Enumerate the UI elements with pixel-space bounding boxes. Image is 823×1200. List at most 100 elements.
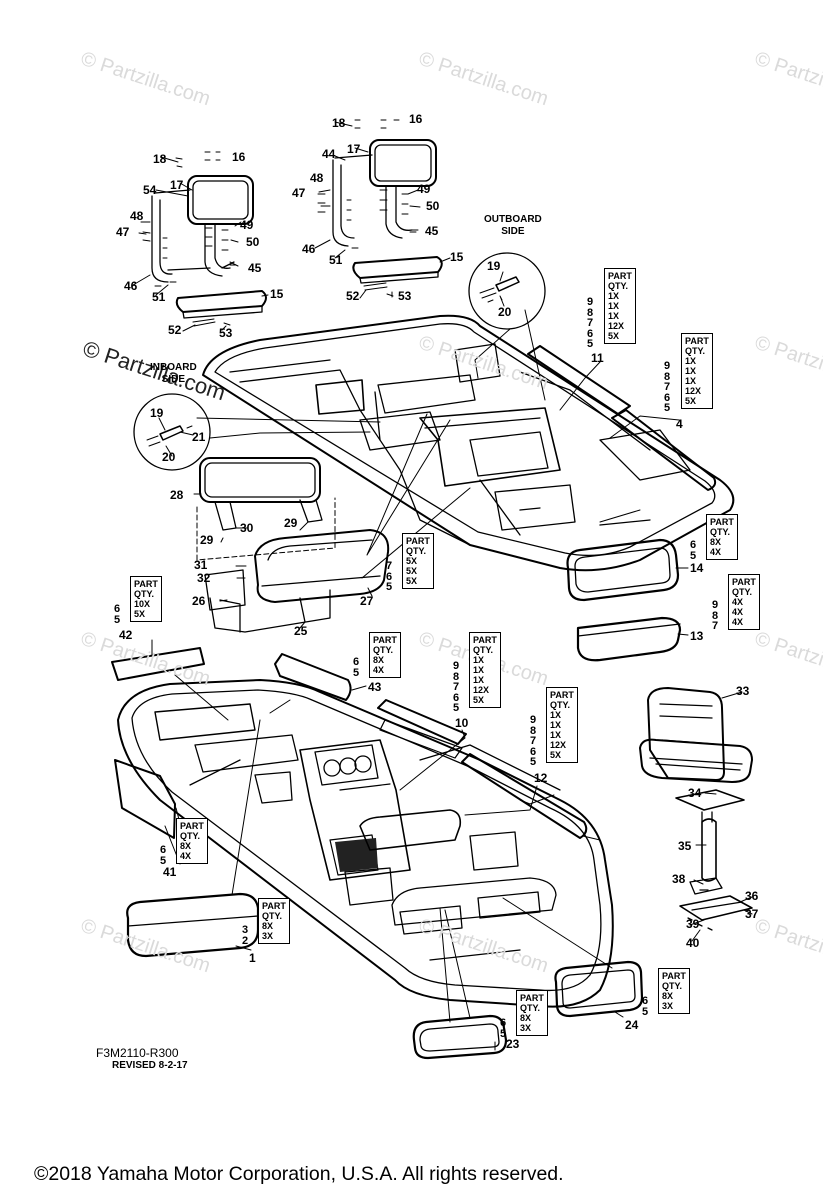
qty-part-number: 5 (690, 549, 697, 562)
bench-seat-27 (204, 529, 390, 633)
callout-16: 16 (232, 150, 246, 164)
side-panel-4 (611, 409, 717, 491)
callout-24: 24 (625, 1018, 639, 1032)
qty-header: PART (373, 635, 397, 645)
seat-cushion-15-right (352, 256, 443, 284)
qty-header: PART (685, 336, 709, 346)
qty-value: 1X (473, 655, 485, 665)
qty-part-number: 9 (664, 360, 671, 372)
qty-header: QTY. (473, 645, 494, 655)
qty-header: QTY. (732, 587, 753, 597)
qty-header: QTY. (662, 981, 683, 991)
qty-part-number: 7 (530, 735, 537, 748)
callout-11: 11 (591, 351, 604, 365)
qty-value: 1X (550, 710, 562, 720)
qty-value: 1X (473, 675, 485, 685)
qty-value: 8X (710, 537, 722, 547)
qty-value: 8X (520, 1013, 532, 1023)
qty-part-number: 6 (353, 656, 360, 668)
outboard-label-line2: SIDE (501, 226, 525, 237)
callout-50: 50 (426, 199, 440, 213)
qty-part-number: 9 (530, 714, 537, 726)
side-panel-41 (114, 759, 176, 839)
revised-date: REVISED 8-2-17 (112, 1060, 188, 1071)
qty-value: 5X (406, 556, 418, 566)
callout-1: 1 (249, 951, 256, 965)
qty-part-number: 6 (500, 1017, 507, 1029)
callout-21: 21 (192, 430, 206, 444)
callout-40: 40 (686, 936, 700, 950)
qty-part-number: 8 (453, 670, 460, 683)
qty-value: 1X (550, 730, 562, 740)
callout-36: 36 (745, 889, 759, 903)
callout-15: 15 (450, 250, 464, 264)
qty-part-number: 5 (114, 613, 121, 626)
callout-18: 18 (332, 116, 346, 130)
side-panel-11 (527, 345, 631, 415)
qty-part-number: 5 (386, 581, 393, 594)
upper-boat-hull (202, 314, 735, 572)
qty-header: PART (134, 579, 158, 589)
qty-part-number: 8 (587, 306, 594, 319)
qty-value: 1X (685, 366, 697, 376)
callout-4: 4 (676, 417, 683, 431)
callout-12: 12 (534, 771, 548, 785)
qty-value: 4X (732, 607, 744, 617)
lower-boat-hull (117, 679, 614, 1008)
qty-value: 5X (406, 576, 418, 586)
pin-52-53-left (192, 318, 231, 327)
callout-46: 46 (302, 242, 316, 256)
qty-value: 3X (520, 1023, 532, 1033)
side-panel-12 (461, 753, 588, 839)
pin-52-53-right (363, 282, 394, 297)
qty-value: 12X (473, 685, 490, 695)
qty-part-number: 9 (712, 599, 719, 611)
qty-header: PART (262, 901, 286, 911)
qty-part-number: 7 (587, 317, 594, 330)
backrest-assembly-right (317, 119, 437, 249)
cushion-13 (576, 616, 682, 662)
qty-value: 12X (550, 740, 567, 750)
qty-value: 8X (373, 655, 385, 665)
callout-38: 38 (672, 872, 686, 886)
callout-28: 28 (170, 488, 184, 502)
callout-26: 26 (192, 594, 206, 608)
callout-51: 51 (152, 290, 166, 304)
callout-44: 44 (322, 147, 336, 161)
qty-header: PART (406, 536, 430, 546)
callout-20: 20 (162, 450, 176, 464)
pedestal-base (675, 789, 753, 931)
qty-part-number: 3 (242, 924, 249, 936)
callout-29: 29 (200, 533, 214, 547)
qty-part-number: 7 (386, 560, 393, 572)
callout-20: 20 (498, 305, 512, 319)
qty-part-number: 5 (587, 338, 594, 351)
qty-value: 1X (685, 356, 697, 366)
callout-46: 46 (124, 279, 138, 293)
callout-33: 33 (736, 684, 750, 698)
backrest-assembly-left (142, 151, 254, 287)
cushion-14 (566, 538, 680, 602)
qty-part-number: 6 (642, 995, 649, 1007)
callout-32: 32 (197, 571, 211, 585)
callout-13: 13 (690, 629, 704, 643)
callout-31: 31 (194, 558, 208, 572)
qty-part-number: 5 (642, 1005, 649, 1018)
qty-part-number: 7 (453, 681, 460, 694)
qty-value: 1X (608, 311, 620, 321)
drawing-id: F3M2110-R300 (96, 1046, 179, 1060)
callout-29: 29 (284, 516, 298, 530)
callout-30: 30 (240, 521, 254, 535)
qty-part-number: 7 (664, 381, 671, 394)
callout-54: 54 (143, 183, 157, 197)
qty-value: 5X (134, 609, 146, 619)
qty-part-number: 6 (386, 570, 393, 583)
qty-value: 1X (685, 376, 697, 386)
